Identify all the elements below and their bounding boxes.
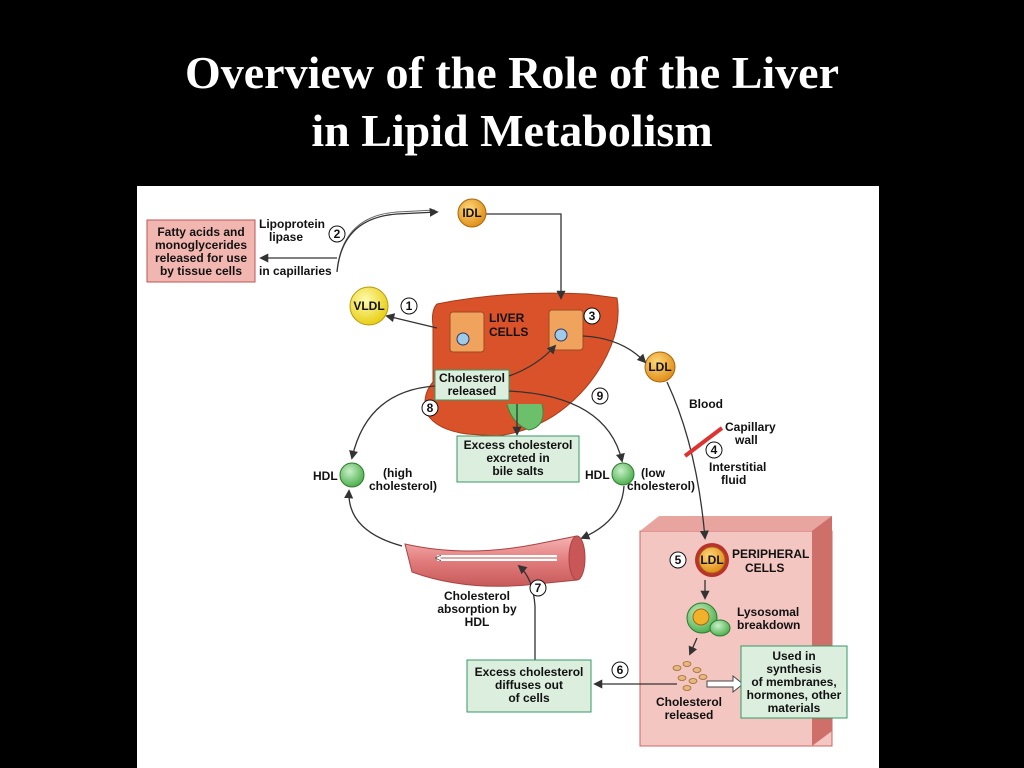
capillary-wall-label-2: wall [734,433,758,447]
peripheral-cholesterol-label-2: released [665,708,714,722]
ldl-particle [644,351,676,383]
lysosomal-label-1: Lysosomal [737,605,799,619]
hdl-low-note-1: (low [641,466,666,480]
excess-diffuses-line-3: of cells [508,691,550,705]
step-8-number: 8 [427,401,434,415]
hdl-high-particle [339,462,365,488]
gallbladder [506,403,544,431]
absorption-label-3: HDL [465,615,490,629]
liver-cell-right [548,309,584,351]
cholesterol-released-line-2: released [448,384,497,398]
excess-diffuses-box [466,659,592,713]
hdl-low-note-2: cholesterol) [627,479,695,493]
used-in-line-4: hormones, other [747,688,842,702]
ldl-in-cell-label: LDL [700,553,723,567]
ldl-in-cell [698,546,726,574]
title-line-1: Overview of the Role of the Liver [184,47,840,98]
step-2-number: 2 [334,227,341,241]
cholesterol-released-line-1: Cholesterol [439,371,505,385]
vldl-label: VLDL [353,299,384,313]
capillary-wall-mark [683,426,724,458]
liver-cells-label-2: CELLS [489,325,528,339]
liver-cell-left [449,311,485,353]
vldl-particle [349,286,389,326]
idl-particle [457,198,487,228]
hdl-low-label: HDL [585,468,610,482]
fatty-acids-line-2: monoglycerides [155,238,247,252]
title-line-2: in Lipid Metabolism [311,105,713,156]
fatty-acids-box [146,219,256,283]
arrow-lysosome-to-cholesterol [688,637,698,656]
arrow-to-hdl-low [508,390,625,463]
step-2-marker [328,225,346,243]
slide-title: Overview of the Role of the Liver in Lip… [0,44,1024,160]
peripheral-cells-label-1: PERIPHERAL [732,547,809,561]
lipoprotein-label-1: Lipoprotein [259,217,325,231]
blood-label: Blood [689,397,723,411]
step-5-number: 5 [675,553,682,567]
arrow-hdl-low-to-vessel [580,485,625,540]
arrow-to-hdl-high [349,385,436,460]
fatty-acids-line-3: released for use [155,251,247,265]
in-capillaries-label: in capillaries [259,264,332,278]
hdl-high-label: HDL [313,469,338,483]
arrow-vldl-to-idl [336,209,436,273]
step-6-number: 6 [617,663,624,677]
step-9-number: 9 [597,389,604,403]
step-1-number: 1 [406,299,413,313]
ldl-label: LDL [648,360,671,374]
blood-vessel [404,535,586,587]
hdl-high-note-2: cholesterol) [369,479,437,493]
diagram-panel: LIVER CELLS Fatty acids and monoglycerid… [137,186,879,768]
excess-bile-box [456,435,580,483]
fatty-acids-line-1: Fatty acids and [157,225,244,239]
step-9-marker [591,387,609,405]
liver-cells-label-1: LIVER [489,311,525,325]
excess-diffuses-line-2: diffuses out [495,678,563,692]
hdl-low-particle [611,462,635,486]
interstitial-label-2: fluid [721,473,746,487]
absorption-label-2: absorption by [437,602,517,616]
idl-label: IDL [462,206,481,220]
absorption-label-1: Cholesterol [444,589,510,603]
peripheral-cells-label-2: CELLS [745,561,784,575]
used-in-line-3: of membranes, [751,675,836,689]
hdl-high-note-1: (high [383,466,412,480]
arrow-to-idl [336,207,439,273]
excess-bile-line-3: bile salts [492,464,544,478]
excess-bile-line-1: Excess cholesterol [464,438,573,452]
lysosomal-label-2: breakdown [737,618,800,632]
fatty-acids-line-4: by tissue cells [160,264,242,278]
used-in-line-2: synthesis [766,662,822,676]
arrow-liver-to-vldl [385,313,438,329]
arrow-vessel-to-hdl-high [344,489,403,547]
used-in-box [740,645,848,719]
arrow-to-used-in [706,674,744,694]
lipid-metabolism-diagram: LIVER CELLS Fatty acids and monoglycerid… [146,198,848,747]
capillary-wall-label-1: Capillary [725,420,776,434]
step-4-marker [705,441,723,459]
step-7-number: 7 [535,581,542,595]
arrow-cholesterol-to-liver [508,344,557,377]
excess-bile-line-2: excreted in [486,451,549,465]
lysosome [686,602,731,637]
step-3-marker [583,307,601,325]
used-in-line-5: materials [768,701,821,715]
step-6-marker [611,661,629,679]
step-3-number: 3 [589,309,596,323]
cholesterol-released-box [434,369,510,401]
step-5-marker [669,551,687,569]
cholesterol-granules [672,661,708,691]
step-8-marker [421,399,439,417]
interstitial-label-1: Interstitial [709,460,766,474]
used-in-line-1: Used in [772,649,815,663]
peripheral-cholesterol-label-1: Cholesterol [656,695,722,709]
arrow-idl-to-liver [485,213,566,300]
arrow-liver-to-ldl [582,335,647,364]
step-4-number: 4 [711,443,718,457]
step-7-marker [529,579,547,597]
step-1-marker [400,297,418,315]
excess-diffuses-line-1: Excess cholesterol [475,665,584,679]
lipoprotein-label-2: lipase [269,230,303,244]
